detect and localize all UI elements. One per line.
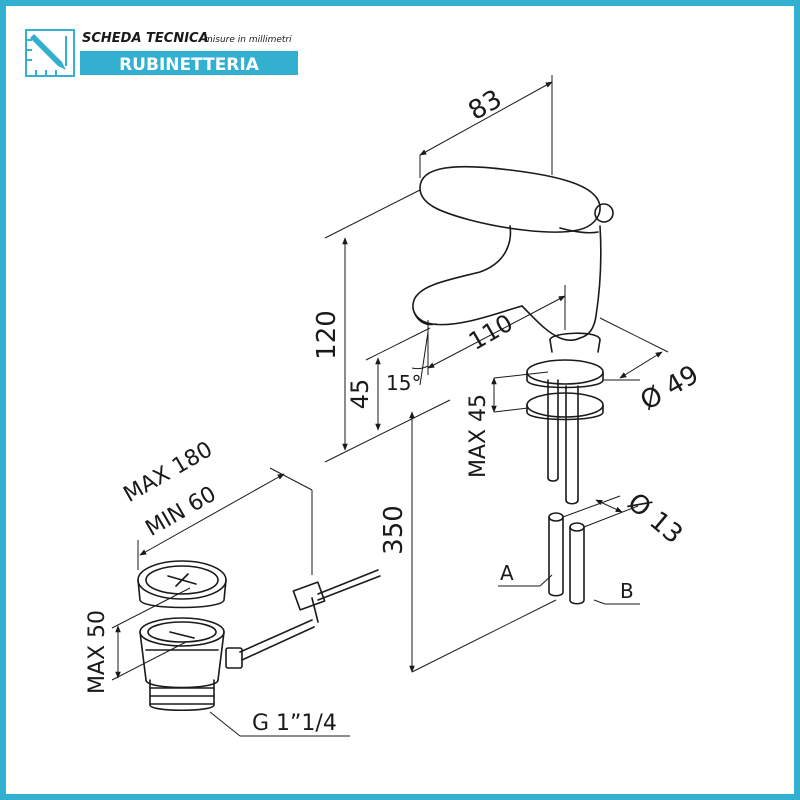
- dim-max50: [111, 587, 191, 681]
- dim-max50-label: MAX 50: [85, 610, 110, 694]
- header-category: RUBINETTERIA: [119, 55, 260, 75]
- dim-120: [324, 189, 451, 463]
- header-subtitle: misure in millimetri: [204, 35, 292, 45]
- dim-110-label: 110: [464, 309, 518, 356]
- dim-110: [427, 285, 566, 375]
- dim-83: [419, 75, 553, 178]
- header-title: SCHEDA TECNICA: [82, 31, 209, 46]
- header-band: [80, 51, 298, 75]
- faucet-drawing: [412, 165, 614, 605]
- hose-a-label: A: [500, 561, 514, 585]
- thread-label: G 1”1/4: [252, 711, 337, 736]
- dim-d13-label: Ø 13: [622, 487, 689, 550]
- dim-max45-label: MAX 45: [466, 394, 491, 478]
- dim-d13: [562, 495, 639, 528]
- thread-callout: [209, 711, 350, 737]
- dim-83-label: 83: [464, 84, 508, 127]
- dim-45: [365, 327, 431, 431]
- dim-350: [409, 411, 557, 673]
- dim-45-label: 45: [346, 379, 374, 410]
- dim-d49: [599, 317, 669, 381]
- dim-angle: [411, 331, 429, 386]
- dim-rod: [137, 467, 313, 575]
- dim-max45: [491, 371, 549, 413]
- dim-350-label: 350: [379, 505, 409, 555]
- waste-drawing: [137, 560, 381, 711]
- dim-d49-label: Ø 49: [636, 360, 705, 417]
- header-icon: [25, 29, 75, 77]
- dim-angle-label: 15°: [386, 371, 421, 395]
- ruler-pencil-icon: [25, 29, 75, 77]
- dim-120-label: 120: [312, 310, 342, 360]
- hose-callouts: [498, 574, 640, 605]
- hose-b-label: B: [620, 579, 634, 603]
